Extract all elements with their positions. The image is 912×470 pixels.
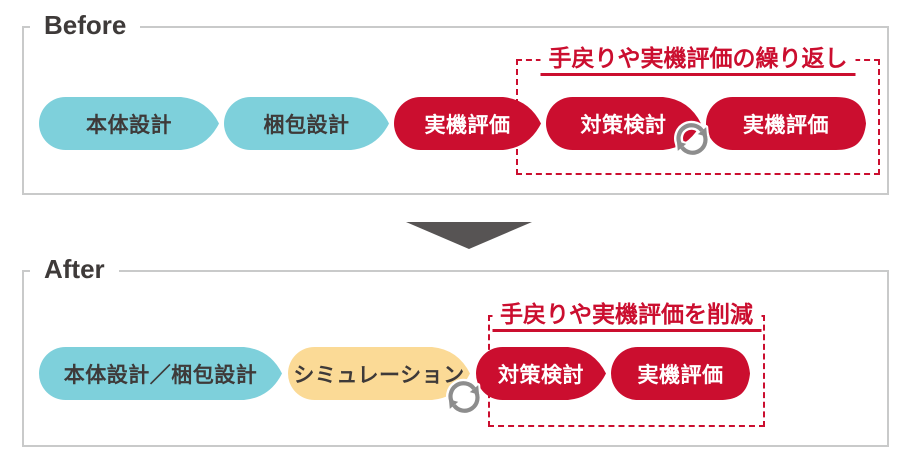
after-title: After xyxy=(30,252,119,286)
step-shape xyxy=(39,347,282,400)
step-shape xyxy=(224,97,389,150)
step-shape xyxy=(706,97,866,150)
step-before-3: 実機評価 xyxy=(394,97,541,150)
after-callout-box: 手戻りや実機評価を削減 xyxy=(488,300,765,427)
step-before-5: 実機評価 xyxy=(706,97,866,150)
step-label: 本体設計 xyxy=(86,113,172,137)
step-label: 実機評価 xyxy=(424,113,511,137)
step-shape xyxy=(611,347,750,400)
step-before-2: 梱包設計 xyxy=(224,97,389,150)
step-label: 実機評価 xyxy=(743,113,829,137)
before-callout-box: 手戻りや実機評価の繰り返し xyxy=(516,44,880,175)
step-after-2: シミュレーション xyxy=(288,347,470,400)
step-shape xyxy=(288,347,470,400)
step-label: 本体設計／梱包設計 xyxy=(63,363,258,387)
refresh-icon xyxy=(670,117,714,161)
step-label: シミュレーション xyxy=(293,363,465,387)
step-before-4: 対策検討 xyxy=(546,97,701,150)
step-shape xyxy=(546,97,701,150)
after-panel: After 手戻りや実機評価を削減 本体設計／梱包設計 シミュレーション 対策検… xyxy=(22,252,889,447)
before-panel: Before 手戻りや実機評価の繰り返し 本体設計 梱包設計 実機評価 xyxy=(22,8,889,195)
after-callout-label: 手戻りや実機評価を削減 xyxy=(492,300,761,332)
step-after-3: 対策検討 xyxy=(476,347,606,400)
before-title: Before xyxy=(30,8,141,42)
step-after-1: 本体設計／梱包設計 xyxy=(39,347,282,400)
step-before-1: 本体設計 xyxy=(39,97,219,150)
step-after-4: 実機評価 xyxy=(611,347,750,400)
step-label: 対策検討 xyxy=(580,113,667,137)
step-label: 梱包設計 xyxy=(263,113,350,137)
step-shape xyxy=(476,347,606,400)
step-label: 対策検討 xyxy=(498,363,584,387)
step-shape xyxy=(39,97,219,150)
step-shape xyxy=(394,97,541,150)
refresh-icon xyxy=(442,375,486,419)
down-arrow-icon xyxy=(406,222,532,249)
step-label: 実機評価 xyxy=(637,363,724,387)
before-callout-label: 手戻りや実機評価の繰り返し xyxy=(540,44,856,76)
